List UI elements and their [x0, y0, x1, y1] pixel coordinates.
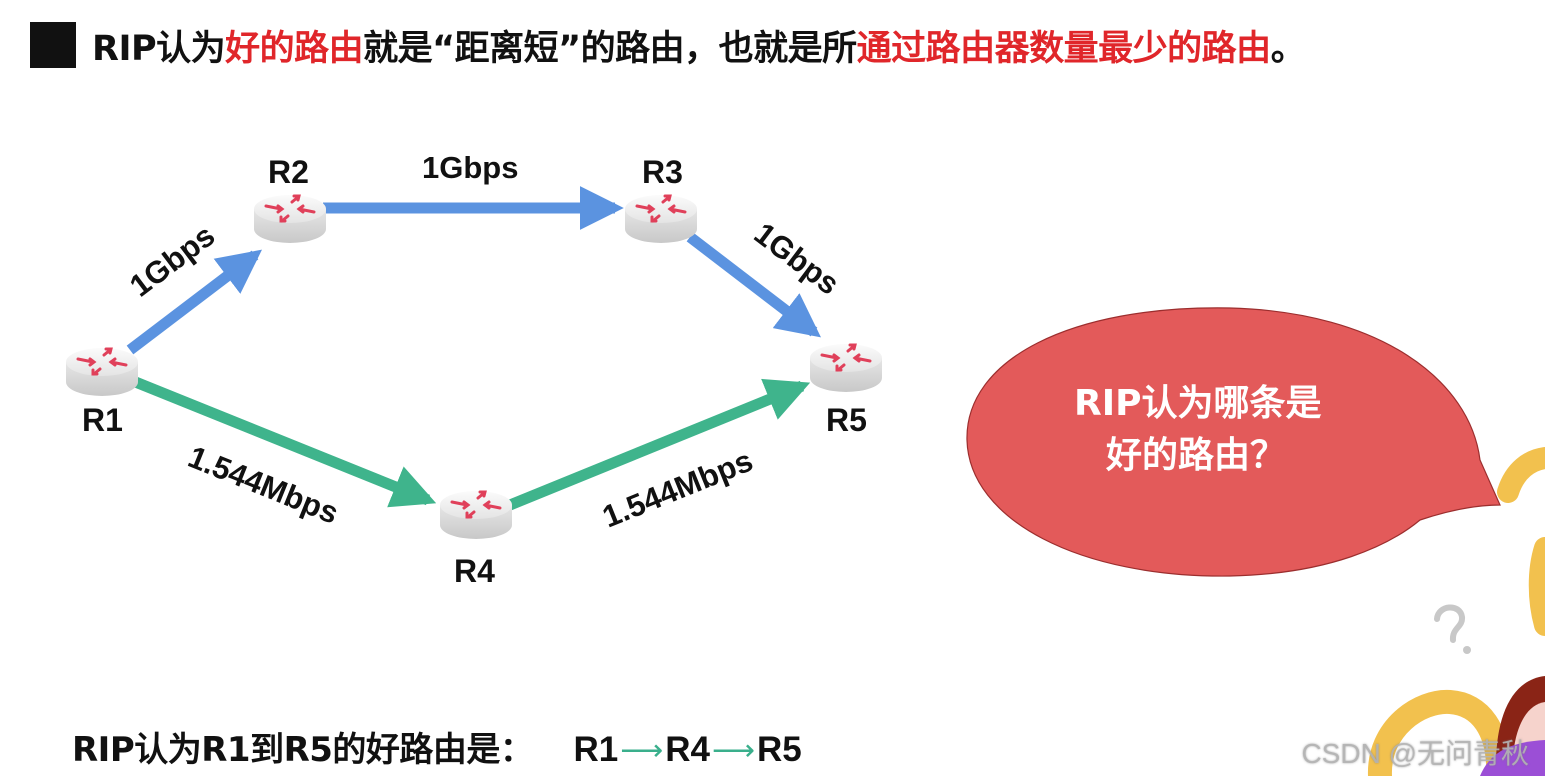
- router-icon: [808, 342, 884, 394]
- arrow-right-icon: ⟶: [711, 733, 755, 767]
- path-hop: R5: [756, 730, 802, 769]
- decor-yellow-arc: [1497, 447, 1545, 503]
- router-icon: [64, 346, 140, 398]
- arrow-right-icon: ⟶: [620, 733, 664, 767]
- headline-segment: 就是“距离短”的路由，也就是所: [363, 28, 857, 69]
- path-hop: R1: [573, 730, 619, 769]
- watermark: CSDN @无问青秋: [1301, 738, 1529, 769]
- answer-path: R1 ⟶ R4 ⟶ R5: [573, 730, 801, 770]
- router-label-r1: R1: [82, 402, 123, 438]
- speech-bubble: [966, 307, 1501, 577]
- link-r4-r5: [507, 378, 811, 511]
- answer-prefix: RIP认为R1到R5的好路由是：: [72, 730, 534, 770]
- link-r1-r2: [126, 249, 263, 355]
- router-label-r3: R3: [642, 154, 683, 190]
- person-illustration: [1480, 676, 1545, 776]
- bubble-line-1: RIP认为哪条是: [1074, 383, 1322, 424]
- link-r1-r4: [130, 375, 437, 508]
- question-mark-icon: [1434, 604, 1471, 654]
- answer-line: RIP认为R1到R5的好路由是： R1 ⟶ R4 ⟶ R5: [72, 722, 802, 771]
- headline-segment: RIP认为: [92, 28, 226, 69]
- headline-segment: 。: [1270, 28, 1306, 69]
- decor-yellow-ring: [1368, 689, 1511, 776]
- router-label-r5: R5: [826, 402, 867, 438]
- path-hop: R4: [665, 730, 710, 769]
- router-icon: [623, 193, 699, 245]
- router-label-r4: R4: [454, 553, 495, 589]
- decor-yellow-arc: [1528, 537, 1545, 636]
- router-icon: [438, 489, 514, 541]
- headline-highlight: 通过路由器数量最少的路由: [856, 28, 1272, 69]
- bullet-square-icon: [30, 22, 76, 68]
- router-icon: [252, 193, 328, 245]
- headline: RIP认为 好的路由 就是“距离短”的路由，也就是所 通过路由器数量最少的路由 …: [30, 18, 1306, 72]
- bubble-question: RIP认为哪条是 好的路由？: [1030, 378, 1410, 482]
- router-label-r2: R2: [268, 154, 309, 190]
- headline-highlight: 好的路由: [225, 28, 364, 69]
- link-r3-r5: [686, 232, 821, 338]
- bubble-line-2: 好的路由？: [1106, 435, 1287, 476]
- bandwidth-label-r2-r3: 1Gbps: [422, 150, 518, 185]
